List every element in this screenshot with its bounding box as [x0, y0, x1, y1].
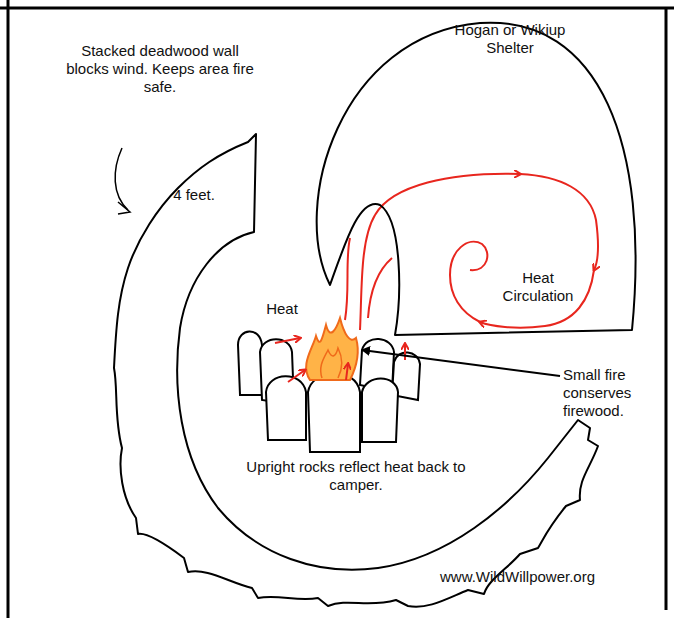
note-label: Small fire conserves firewood. — [563, 366, 661, 420]
shelter-label: Heat Circulation — [490, 269, 586, 305]
deadwood-wall: 4 feet. — [108, 128, 618, 608]
dimension-label: 4 feet. — [164, 186, 224, 204]
pointer-arrow — [362, 350, 560, 376]
note-label: Upright rocks reflect heat back to campe… — [236, 458, 476, 494]
node-outline — [310, 15, 640, 345]
leader-head — [118, 202, 130, 214]
watermark: www.WildWillpower.org — [440, 568, 650, 586]
note-label: Stacked deadwood wall blocks wind. Keeps… — [62, 42, 258, 96]
shelter-outline: Hogan or Wikiup ShelterHeat Circulation — [310, 15, 640, 345]
leader-line — [115, 148, 128, 210]
note-label: Heat — [262, 300, 302, 318]
heat-arrow — [275, 174, 598, 382]
small-fire — [306, 318, 357, 380]
shelter-label: Hogan or Wikiup Shelter — [438, 21, 582, 57]
